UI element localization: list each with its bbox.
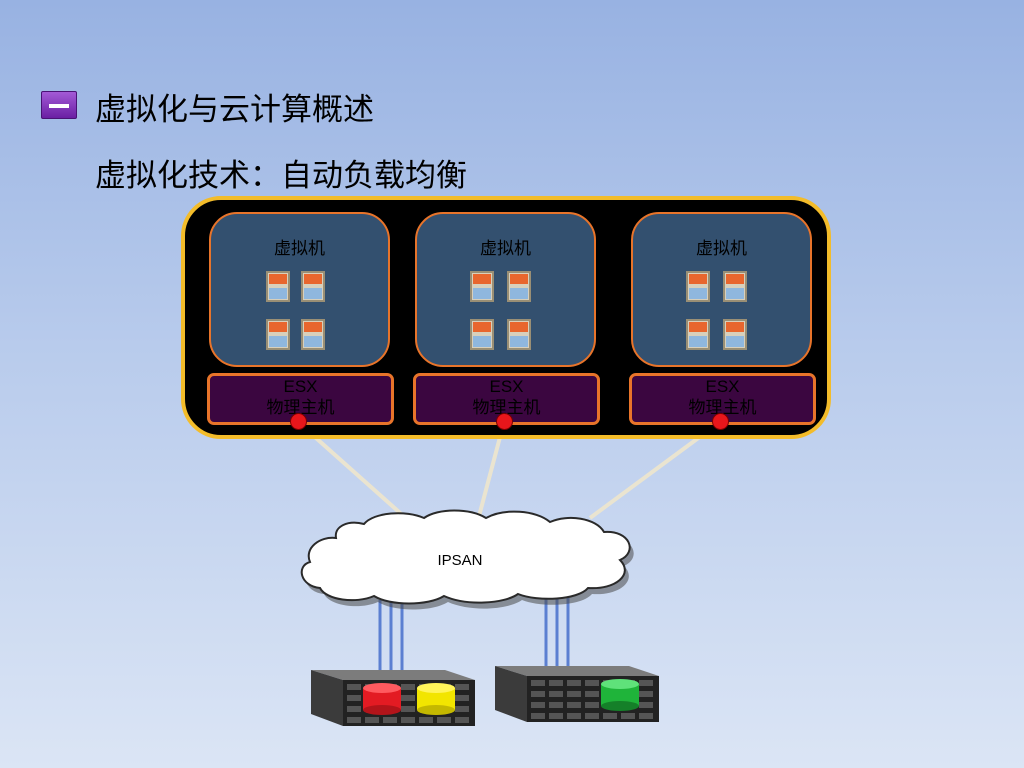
vm-container-1: 虚拟机: [209, 212, 390, 367]
vm-icon: [507, 271, 531, 302]
vm-icon: [723, 271, 747, 302]
network-node: [290, 413, 307, 430]
esx-label: ESX: [283, 377, 318, 396]
host-1: 虚拟机 ESX 物理主机: [185, 200, 400, 443]
network-node: [496, 413, 513, 430]
database-icon-green: [601, 679, 639, 711]
esx-label: ESX: [489, 377, 524, 396]
cloud-icon: [300, 509, 634, 610]
host-2: 虚拟机 ESX 物理主机: [391, 200, 606, 443]
vm-icon: [686, 319, 710, 350]
vm-icon: [723, 319, 747, 350]
vm-icon: [301, 271, 325, 302]
network-node: [712, 413, 729, 430]
database-icon-red: [363, 683, 401, 715]
vm-container-2: 虚拟机: [415, 212, 596, 367]
vm-icon: [470, 271, 494, 302]
esx-cluster: 虚拟机 ESX 物理主机 虚拟机 ESX 物理主机 虚拟机: [181, 196, 831, 439]
vm-icon: [686, 271, 710, 302]
vm-container-3: 虚拟机: [631, 212, 812, 367]
vm-icon: [266, 319, 290, 350]
host-label: 物理主机: [688, 398, 757, 418]
page-subtitle: 虚拟化技术：自动负载均衡: [95, 158, 467, 194]
page-title: 虚拟化与云计算概述: [95, 92, 374, 128]
storage-array-1: [311, 670, 475, 726]
ipsan-label: IPSAN: [437, 552, 483, 569]
host-label: 物理主机: [472, 398, 541, 418]
vm-icon: [266, 271, 290, 302]
host-3: 虚拟机 ESX 物理主机: [607, 200, 822, 443]
vm-label-1: 虚拟机: [274, 239, 325, 259]
vm-icon: [507, 319, 531, 350]
storage-array-2: [495, 666, 659, 722]
vm-label-3: 虚拟机: [696, 239, 747, 259]
bullet-icon: [41, 91, 77, 119]
host-label: 物理主机: [266, 398, 335, 418]
vm-icon: [301, 319, 325, 350]
vm-label-2: 虚拟机: [480, 239, 531, 259]
vm-icon: [470, 319, 494, 350]
database-icon-yellow: [417, 683, 455, 715]
esx-label: ESX: [705, 377, 740, 396]
